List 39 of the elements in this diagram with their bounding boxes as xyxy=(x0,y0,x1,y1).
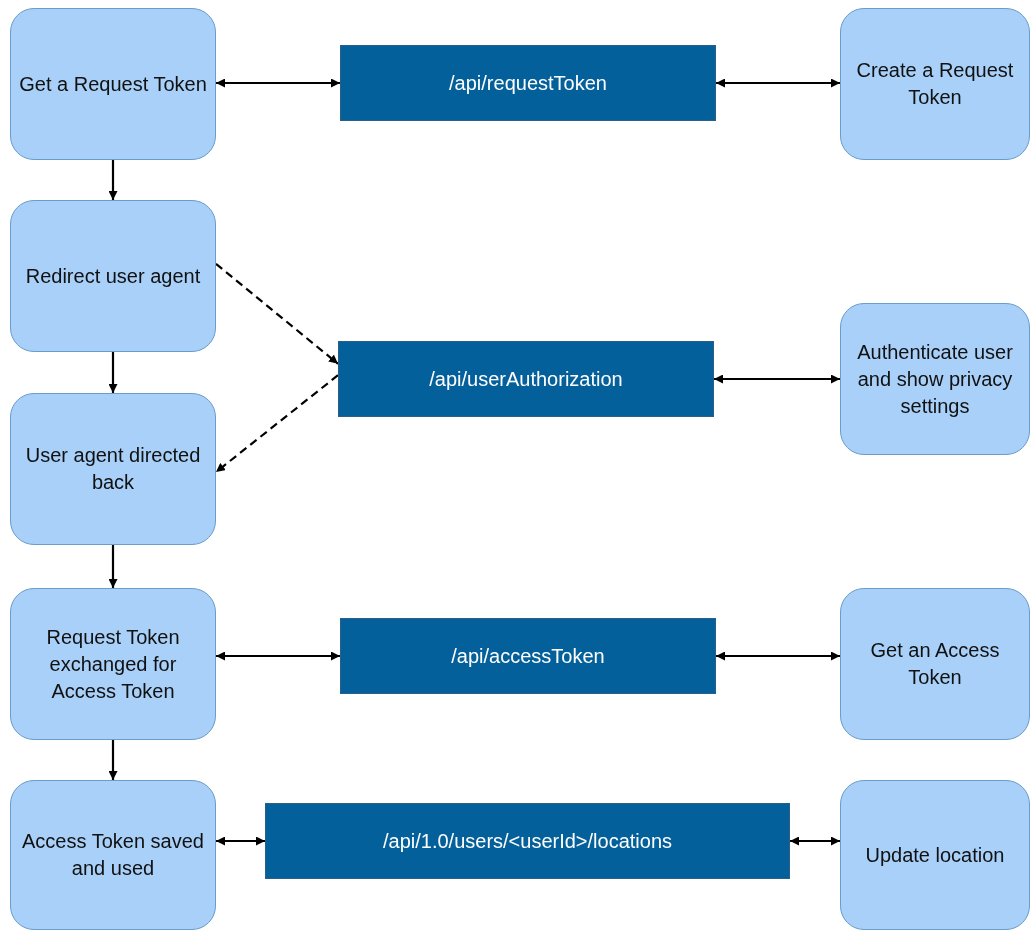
arrow xyxy=(108,352,118,393)
box-label: Update location xyxy=(865,842,1005,868)
process-box xyxy=(840,780,1030,930)
api-endpoint-box xyxy=(338,341,714,417)
process-box xyxy=(840,303,1030,455)
arrow xyxy=(108,160,118,200)
process-box xyxy=(10,8,216,160)
api-endpoint-box xyxy=(265,803,790,879)
arrow xyxy=(216,651,340,661)
arrow xyxy=(215,374,339,473)
box-label: Get a Request Token xyxy=(19,71,207,97)
box-label: Request Token exchanged for Access Token xyxy=(45,624,181,704)
box-label: Get an Access Token xyxy=(869,638,1001,690)
arrow xyxy=(216,836,265,846)
box-label: Create a Request Token xyxy=(855,58,1015,110)
arrow xyxy=(108,545,118,588)
process-box xyxy=(10,780,216,930)
box-label: /api/requestToken xyxy=(449,71,607,95)
api-endpoint-box xyxy=(340,45,716,121)
box-label: /api/1.0/users/<userId>/locations xyxy=(382,829,673,853)
box-label: User agent directed back xyxy=(24,443,202,495)
process-box xyxy=(10,588,216,740)
box-label: /api/userAuthorization xyxy=(429,367,623,391)
arrow xyxy=(716,651,840,661)
box-label: Redirect user agent xyxy=(25,263,201,289)
box-label: Access Token saved and used xyxy=(21,829,205,881)
arrow xyxy=(714,374,840,384)
process-box xyxy=(840,588,1030,740)
api-endpoint-box xyxy=(340,618,716,694)
box-label: /api/accessToken xyxy=(451,644,605,668)
arrow xyxy=(215,263,339,365)
arrow xyxy=(790,836,840,846)
process-box xyxy=(10,393,216,545)
arrow xyxy=(216,78,340,88)
process-box xyxy=(10,200,216,352)
arrow xyxy=(108,740,118,780)
process-box xyxy=(840,8,1030,160)
arrow xyxy=(716,78,840,88)
box-label: Authenticate user and show privacy settings xyxy=(856,339,1014,419)
